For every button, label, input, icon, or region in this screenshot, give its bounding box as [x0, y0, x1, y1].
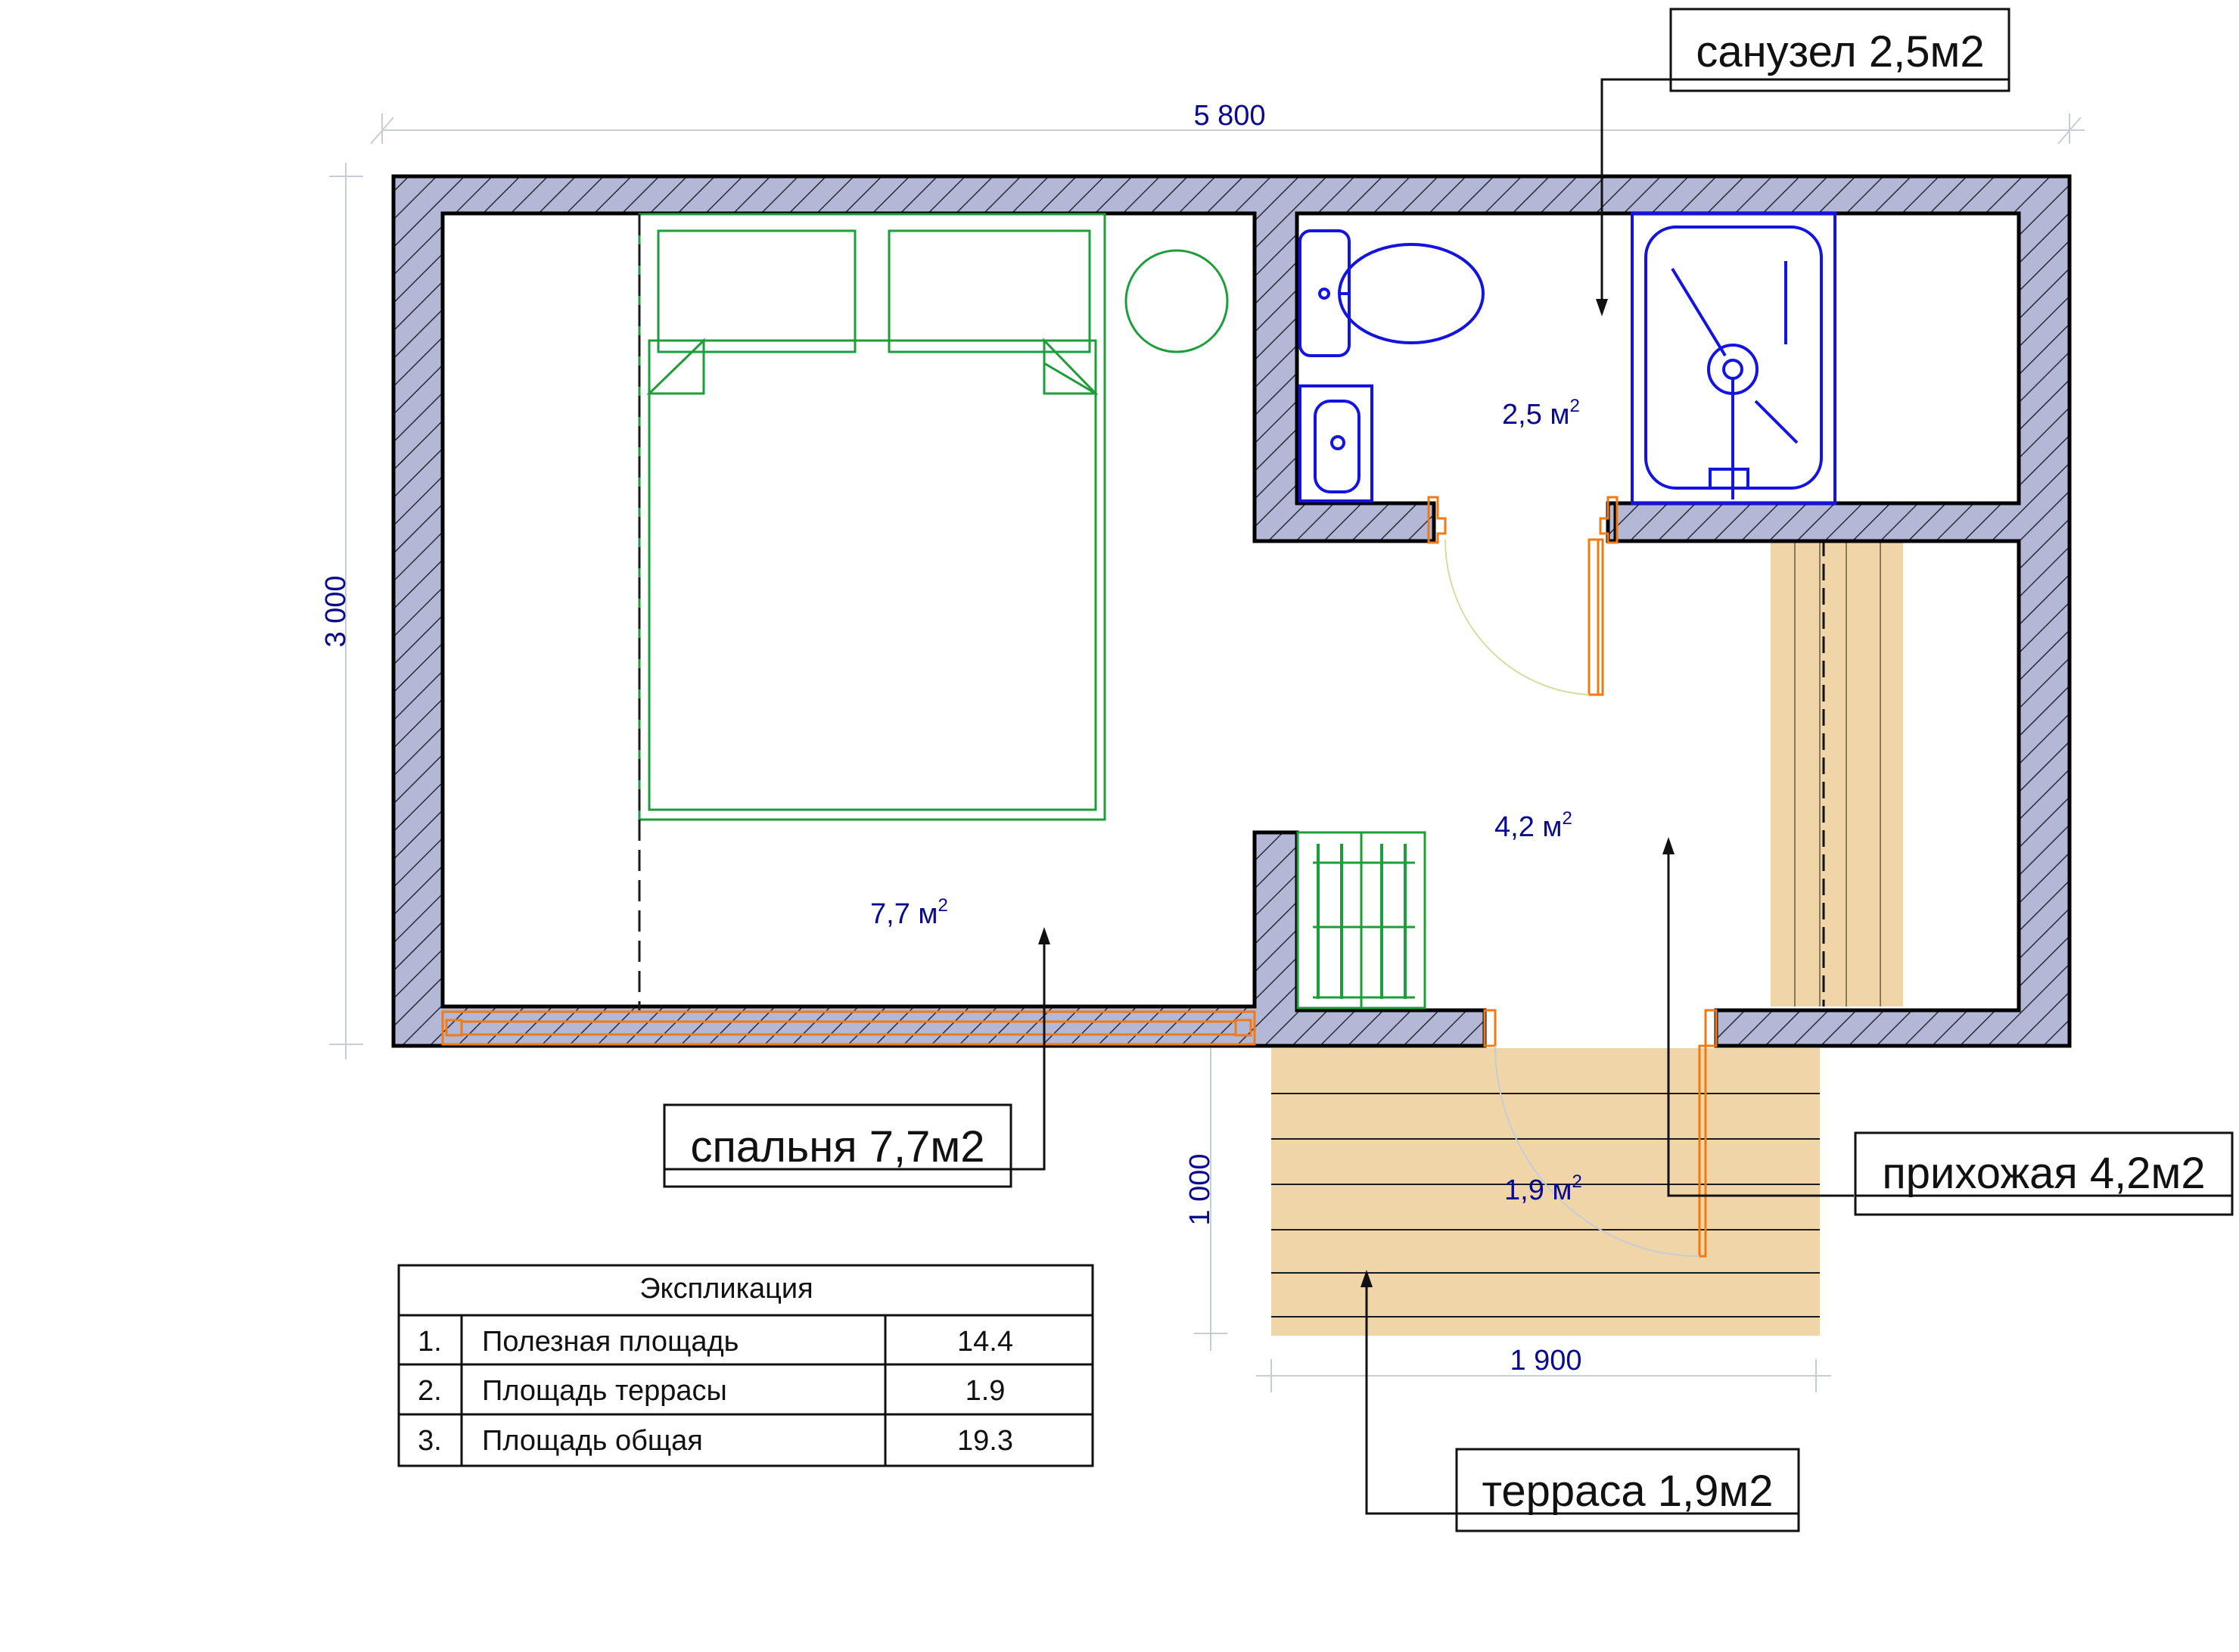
entrance-door-swing [1494, 1045, 1700, 1257]
explication-row-1-num: 1. [418, 1326, 442, 1358]
leader-arrowheads [1038, 299, 1675, 1287]
bathroom-fixtures [1298, 212, 1836, 505]
bed-frame [638, 213, 1106, 821]
area-label-terrace: 1,9 м2 [1504, 1171, 1582, 1206]
explication-table: Экспликация 1. Полезная площадь 14.4 2. … [397, 1264, 1094, 1467]
dimension-terrace-width: 1 900 [1510, 1345, 1581, 1377]
callout-hallway: прихожая 4,2м2 [1854, 1131, 2234, 1216]
terrace-deck [1271, 1048, 1820, 1336]
callout-hallway-text: прихожая 4,2м2 [1882, 1149, 2205, 1198]
doors-windows [441, 496, 1718, 1258]
area-label-hallway: 4,2 м2 [1494, 808, 1572, 843]
bathroom-door-swing [1444, 539, 1590, 695]
callout-bathroom: санузел 2,5м2 [1669, 8, 2010, 92]
callout-bedroom: спальня 7,7м2 [663, 1103, 1012, 1188]
dimension-lines [329, 114, 2085, 1392]
explication-row-3-name: Площадь общая [482, 1425, 703, 1457]
callout-terrace: терраса 1,9м2 [1455, 1448, 1800, 1532]
nightstand-round [1124, 249, 1229, 353]
shower [1631, 212, 1836, 505]
explication-row-1-value: 14.4 [957, 1326, 1013, 1358]
area-label-bedroom: 7,7 м2 [870, 895, 948, 930]
callout-bedroom-text: спальня 7,7м2 [690, 1122, 984, 1171]
sink [1298, 384, 1373, 502]
explication-row-3-value: 19.3 [957, 1425, 1013, 1457]
bedroom-window [441, 1010, 1256, 1046]
bathroom-wall-right [1606, 501, 1618, 543]
area-label-bathroom: 2,5 м2 [1502, 396, 1580, 431]
dimension-total-height: 3 000 [320, 575, 352, 647]
dimension-total-width: 5 800 [1193, 100, 1265, 132]
bedroom-furniture [638, 213, 1229, 821]
explication-row-2-name: Площадь террасы [482, 1375, 727, 1407]
explication-row-2-value: 1.9 [966, 1375, 1006, 1407]
toilet [1298, 229, 1485, 357]
explication-row-3-num: 3. [418, 1425, 442, 1457]
explication-row-2-num: 2. [418, 1375, 442, 1407]
pillow-left [657, 229, 857, 353]
leader-lines [1010, 78, 1854, 1515]
storage-strip [1771, 540, 1903, 1006]
explication-title: Экспликация [639, 1273, 813, 1305]
explication-row-1-name: Полезная площадь [482, 1326, 739, 1358]
callout-bathroom-text: санузел 2,5м2 [1696, 27, 1984, 76]
bathroom-door [1427, 496, 1619, 696]
dimension-terrace-depth: 1 000 [1184, 1153, 1216, 1225]
wardrobe [1296, 831, 1426, 1010]
callout-terrace-text: терраса 1,9м2 [1482, 1467, 1773, 1516]
pillow-right [888, 229, 1091, 353]
